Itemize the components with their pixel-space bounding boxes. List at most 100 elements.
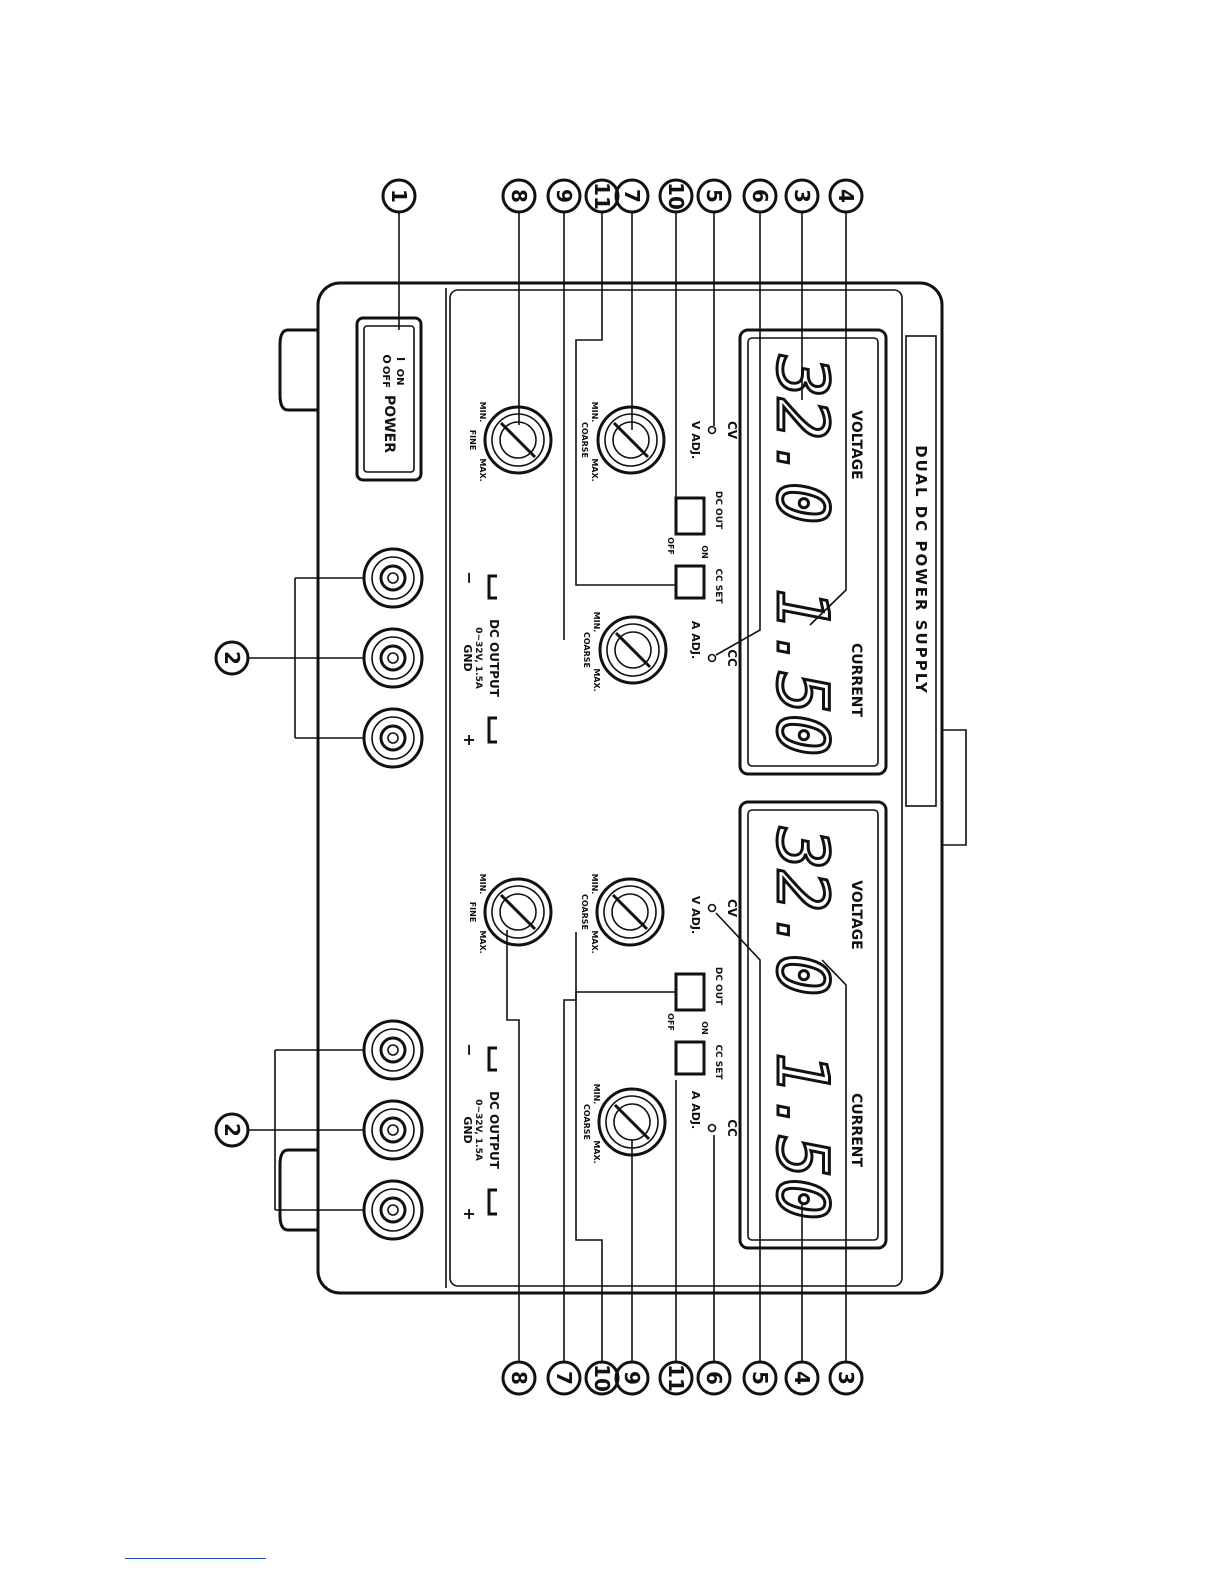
terminal-gnd-1[interactable] xyxy=(362,627,424,689)
terminal-plus-1[interactable] xyxy=(362,707,424,769)
power-switch[interactable] xyxy=(363,325,415,473)
dc-out-label-2: DC OUT xyxy=(713,967,723,1006)
off-label-1: OFF xyxy=(666,537,675,555)
gnd-label-2: GND xyxy=(461,1116,474,1143)
terminal-plus-2[interactable] xyxy=(362,1179,424,1241)
terminal-minus-1[interactable] xyxy=(362,547,424,609)
a-adj-label-2: A ADJ. xyxy=(689,1091,702,1129)
max-label-1c: MAX. xyxy=(478,458,487,481)
cc-label-2: CC xyxy=(725,1119,739,1137)
plus-label-1: + xyxy=(460,733,479,746)
max-label-2b: MAX. xyxy=(592,1140,601,1163)
fine-label-1: FINE xyxy=(468,430,477,451)
output-bracket-right-1 xyxy=(487,716,497,744)
min-label-1b: MIN. xyxy=(592,612,601,633)
cc-led-2 xyxy=(707,1123,717,1133)
v-coarse-knob-2[interactable] xyxy=(595,877,665,947)
v-fine-knob-2[interactable] xyxy=(483,877,553,947)
callouts-top: 1 8 9 11 7 10 5 6 3 4 xyxy=(381,178,864,214)
cc-set-label-2: CC SET xyxy=(713,1044,723,1080)
callout-top-8 xyxy=(828,178,864,214)
voltage-label-2: VOLTAGE xyxy=(848,880,864,949)
a-adj-label-1: A ADJ. xyxy=(689,621,702,659)
cc-set-button-2[interactable] xyxy=(674,1040,706,1076)
minus-label-2: − xyxy=(460,1043,479,1056)
handle-tab xyxy=(942,729,967,846)
power-on-label: ON xyxy=(394,369,405,386)
max-label-2a: MAX. xyxy=(590,930,599,953)
v-fine-knob-1[interactable] xyxy=(483,405,553,475)
cc-set-label-1: CC SET xyxy=(713,568,723,604)
leader-lines xyxy=(248,212,847,1362)
power-off-label: OFF xyxy=(380,366,391,388)
callout-top-3-label: 7 xyxy=(620,189,644,203)
callout-2-right-label: 2 xyxy=(220,1123,244,1137)
callout-top-1 xyxy=(546,178,582,214)
current-reading-1: 1.50 xyxy=(761,588,843,757)
display-1-frame xyxy=(738,328,888,776)
callout-bottom-1 xyxy=(546,1360,582,1396)
callout-top-2-label: 11 xyxy=(590,182,614,210)
foot-top xyxy=(278,328,318,412)
a-coarse-knob-1[interactable] xyxy=(598,615,668,685)
dc-output-label-1: DC OUTPUT xyxy=(487,619,501,698)
panel-title: DUAL DC POWER SUPPLY xyxy=(912,445,930,695)
callout-top-2 xyxy=(584,178,620,214)
callout-bottom-4 xyxy=(658,1360,694,1396)
on-label-1: ON xyxy=(700,545,709,559)
coarse-label-2a: COARSE xyxy=(580,894,589,930)
v-coarse-knob-1[interactable] xyxy=(596,405,666,475)
channel-2: VOLTAGE CURRENT 32.0 1.50 CV CC V ADJ. A… xyxy=(362,800,888,1250)
callout-bottom-3-label: 9 xyxy=(620,1371,644,1385)
dc-out-button-2[interactable] xyxy=(674,972,706,1012)
callout-top-5 xyxy=(696,178,732,214)
power-switch-housing xyxy=(355,316,423,482)
terminal-gnd-2[interactable] xyxy=(362,1099,424,1161)
cv-led-2 xyxy=(707,903,717,913)
title-strip xyxy=(905,335,937,807)
callout-top-6 xyxy=(742,178,778,214)
minus-label-1: − xyxy=(460,571,479,584)
foot-bottom xyxy=(278,1148,318,1232)
current-label-2: CURRENT xyxy=(848,1093,864,1167)
voltage-reading-2: 32.0 xyxy=(761,827,843,997)
callout-1-label: 1 xyxy=(387,189,411,203)
footer-rule xyxy=(125,1558,266,1559)
cc-led-1 xyxy=(707,653,717,663)
cabinet-outline xyxy=(316,281,944,1295)
cc-label-1: CC xyxy=(725,649,739,667)
dc-out-label-1: DC OUT xyxy=(713,491,723,530)
dc-output-rating-2: 0~32V, 1.5A xyxy=(473,1099,483,1161)
callout-bottom-4-label: 11 xyxy=(664,1364,688,1392)
current-reading-2: 1.50 xyxy=(761,1052,843,1221)
min-label-2a: MIN. xyxy=(590,874,599,895)
terminal-minus-2[interactable] xyxy=(362,1019,424,1081)
callout-top-6-label: 6 xyxy=(748,189,772,203)
coarse-label-1b: COARSE xyxy=(582,632,591,668)
callout-bottom-8-label: 3 xyxy=(834,1371,858,1385)
callout-bottom-6 xyxy=(742,1360,778,1396)
max-label-2c: MAX. xyxy=(478,930,487,953)
v-adj-label-2: V ADJ. xyxy=(689,896,702,934)
callout-bottom-7-label: 4 xyxy=(790,1371,814,1385)
callout-top-7-label: 3 xyxy=(790,189,814,203)
coarse-label-1a: COARSE xyxy=(580,422,589,458)
cv-label-2: CV xyxy=(725,899,739,918)
callout-bottom-5-label: 6 xyxy=(702,1371,726,1385)
callout-2-right xyxy=(214,1112,250,1148)
off-label-2: OFF xyxy=(666,1013,675,1031)
callouts-bottom: 8 7 10 9 11 6 5 4 3 xyxy=(501,1360,864,1396)
callout-top-4 xyxy=(658,178,694,214)
dc-out-button-1[interactable] xyxy=(674,496,706,536)
on-label-2: ON xyxy=(700,1021,709,1035)
cc-set-button-1[interactable] xyxy=(674,564,706,600)
callout-1 xyxy=(381,178,417,214)
callout-bottom-7 xyxy=(784,1360,820,1396)
dc-output-label-2: DC OUTPUT xyxy=(487,1091,501,1170)
callout-top-1-label: 9 xyxy=(552,189,576,203)
callout-bottom-2-label: 10 xyxy=(590,1364,614,1392)
callout-top-5-label: 5 xyxy=(702,189,726,203)
callout-bottom-6-label: 5 xyxy=(748,1371,772,1385)
coarse-label-2b: COARSE xyxy=(582,1104,591,1140)
callout-bottom-0 xyxy=(501,1360,537,1396)
